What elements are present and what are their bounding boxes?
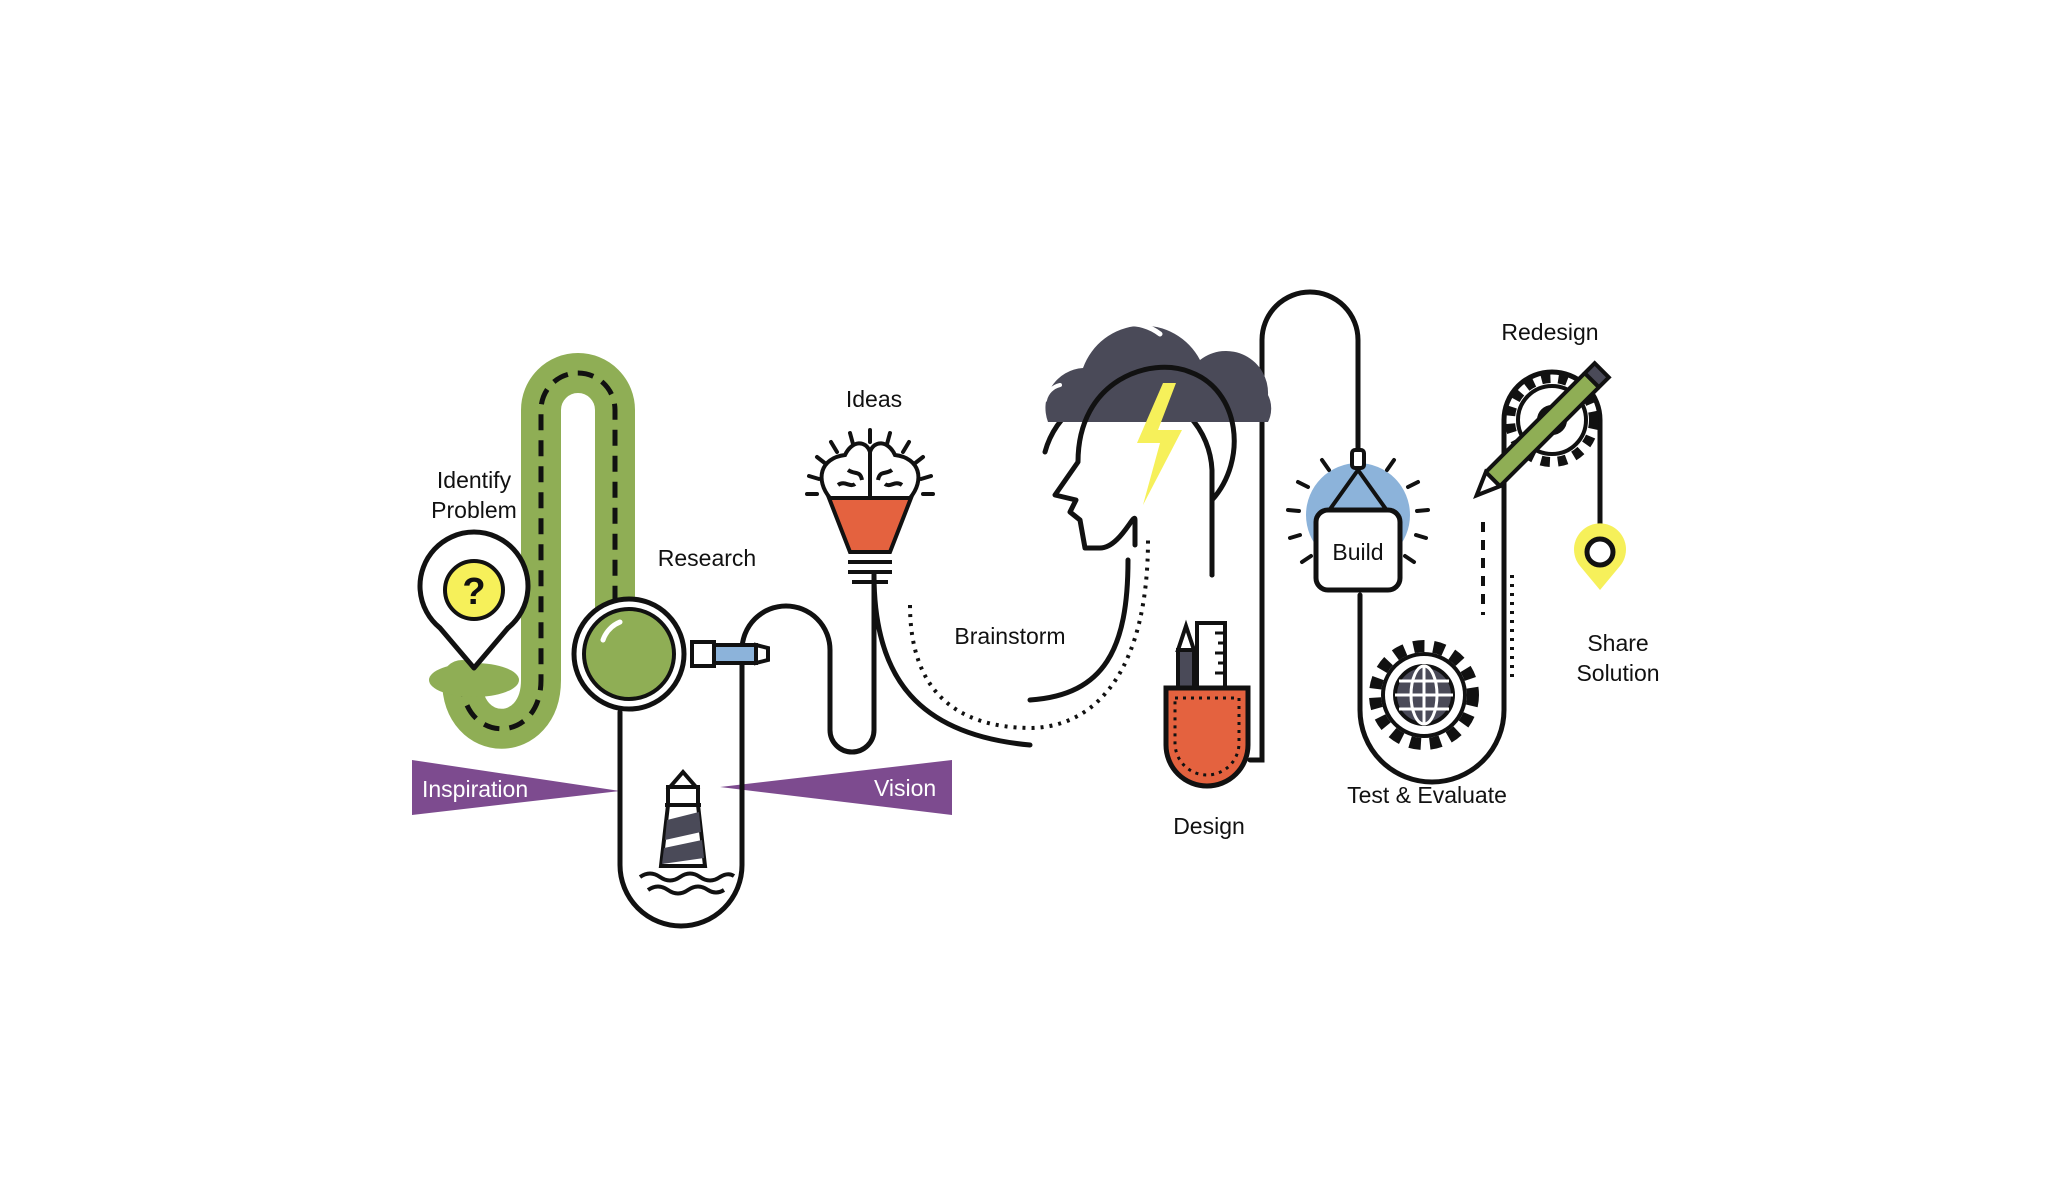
gear-pencil-icon	[1473, 360, 1612, 499]
map-pin-question-icon: ?	[417, 529, 531, 697]
vision-banner	[720, 760, 952, 815]
hanging-box-icon	[1286, 448, 1430, 593]
brain-lightbulb-icon	[805, 428, 935, 584]
identify-problem-label: Identify Problem	[431, 467, 517, 523]
test-evaluate-label: Test & Evaluate	[1347, 782, 1507, 808]
redesign-label: Redesign	[1501, 319, 1599, 345]
lighthouse-icon	[638, 768, 736, 896]
magnifying-glass-icon	[571, 596, 770, 712]
brainstorm-label: Brainstorm	[954, 623, 1066, 649]
pocket-ruler-pencil-icon	[1163, 619, 1251, 789]
share-solution-label: Share Solution	[1576, 630, 1660, 686]
gear-globe-icon	[1369, 640, 1479, 750]
head-storm-cloud-icon	[1043, 321, 1272, 578]
location-pin-icon	[1574, 520, 1627, 590]
design-label: Design	[1173, 813, 1245, 839]
inspiration-label: Inspiration	[422, 776, 529, 802]
build-label: Build	[1332, 539, 1384, 565]
inspiration-banner	[412, 760, 620, 815]
vision-label: Vision	[874, 775, 937, 801]
ideas-label: Ideas	[845, 386, 903, 412]
research-label: Research	[657, 545, 757, 571]
svg-text:?: ?	[462, 571, 485, 613]
process-main-path	[617, 572, 877, 929]
